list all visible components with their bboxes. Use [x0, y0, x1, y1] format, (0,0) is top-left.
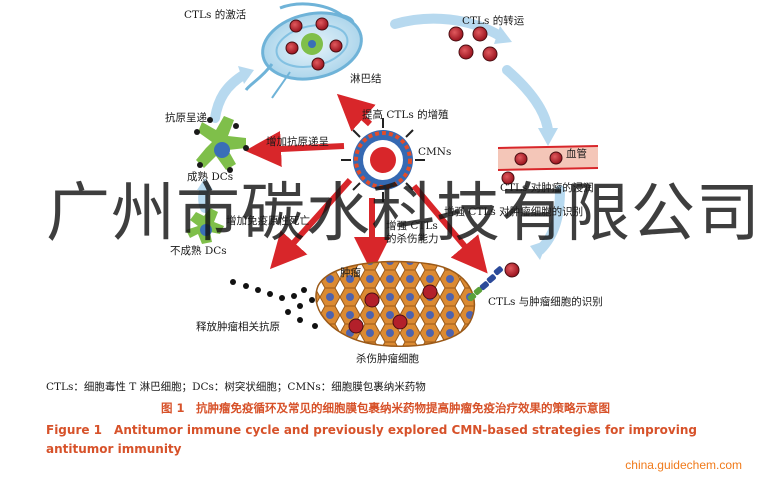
caption-english: Figure 1 Antitumor immune cycle and prev… [46, 423, 697, 456]
cmn-nanoparticle [341, 118, 425, 202]
immature-dc [186, 208, 224, 244]
label-tumor: 肿瘤 [340, 267, 361, 279]
caption-chinese: 图 1 抗肿瘤免疫循环及常见的细胞膜包裹纳米药物提高肿瘤免疫治疗效果的策略示意图 [160, 401, 610, 415]
label-immunogenic-death: 增加免疫原性死亡 [226, 215, 310, 227]
label-antigen-presentation: 抗原呈递 [165, 112, 207, 124]
label-immature-dcs: 不成熟 DCs [170, 245, 227, 257]
cycle-arrows [198, 13, 565, 255]
arrow-proliferation [336, 93, 376, 132]
arrow-recognition [411, 184, 488, 274]
arrow-antigen-presentation [245, 131, 345, 167]
tumor-mass [315, 260, 476, 347]
lymph-node [244, 2, 363, 99]
label-release-antigens: 释放肿瘤相关抗原 [196, 321, 280, 333]
cycle-arrowheads [197, 26, 558, 260]
cycle-arrow-transport [390, 13, 505, 41]
label-lymph-node: 淋巴结 [350, 73, 382, 85]
blood-vessel [497, 145, 599, 185]
cycle-arrow-antigen [210, 69, 250, 123]
label-increase-recognition: 增强 CTLs 对肿瘤细胞的识别 [444, 206, 584, 218]
label-kill-tumor: 杀伤肿瘤细胞 [356, 353, 419, 365]
label-ctl-transport: CTLs 的转运 [462, 15, 525, 27]
label-ctl-tumor-recognition: CTLs 与肿瘤细胞的识别 [488, 296, 603, 308]
released-antigens [230, 279, 318, 329]
label-enhance-ctl-kill: 增强 CTLs 的杀伤能力 [386, 220, 439, 245]
label-cmns: CMNs [418, 146, 452, 158]
label-ctl-activation: CTLs 的激活 [184, 9, 247, 21]
abbreviation-legend: CTLs：细胞毒性 T 淋巴细胞；DCs：树突状细胞；CMNs：细胞膜包裹纳米药… [46, 381, 426, 393]
transported-ctls [448, 26, 498, 62]
label-increase-antigen-presentation: 增加抗原递呈 [266, 136, 329, 148]
watermark-text: 广州市碳水科技有限公司 [46, 177, 761, 251]
source-site-text: china.guidechem.com [625, 458, 742, 472]
mature-dc [194, 116, 249, 173]
arrow-immunogenic-death [269, 177, 353, 270]
strategy-arrows [245, 93, 488, 274]
label-mature-dcs: 成熟 DCs [187, 171, 234, 183]
label-increase-ctl-proliferation: 提高 CTLs 的增殖 [362, 109, 449, 121]
cycle-arrow-to-vessel [502, 65, 553, 135]
label-ctl-infiltration: CTLs 对肿瘤的浸润 [500, 182, 594, 194]
label-blood-vessel: 血管 [566, 148, 587, 160]
ctl-tumor-recognition [467, 262, 520, 302]
